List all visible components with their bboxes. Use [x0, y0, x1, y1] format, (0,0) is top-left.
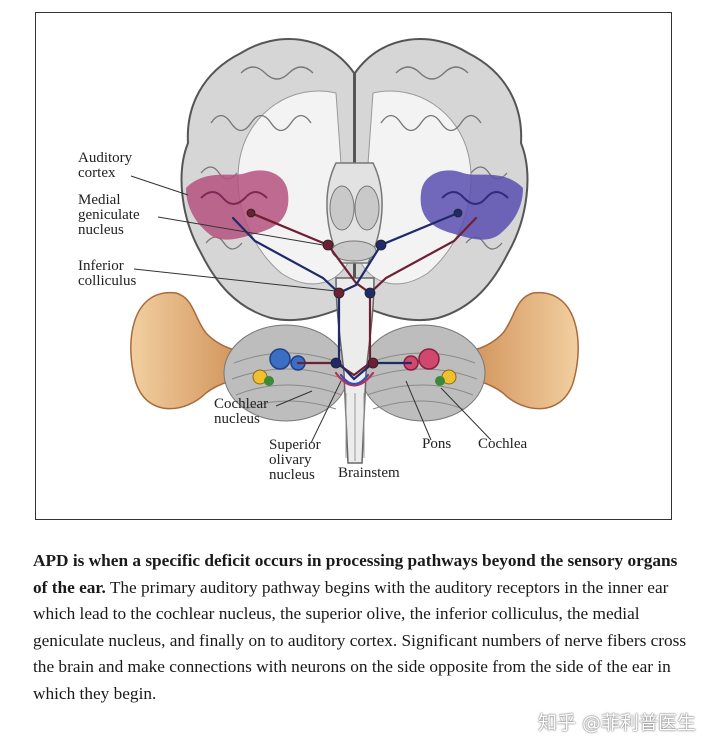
label-cochlear-nucleus: Cochlear nucleus — [214, 396, 269, 427]
label-auditory-cortex: Auditory cortex — [78, 150, 133, 181]
label-superior-olivary: Superior olivary nucleus — [269, 437, 321, 483]
caption-body: The primary auditory pathway begins with… — [33, 577, 687, 703]
caption-lead: APD is when a specific deficit occurs in… — [33, 551, 678, 597]
watermark: 知乎 @菲利普医生 — [533, 708, 700, 735]
left-auditory-cortex — [186, 170, 289, 240]
figure-frame: Auditory cortex Medial geniculate nucleu… — [35, 12, 672, 520]
right-cochlea — [418, 348, 440, 370]
left-cochlea — [269, 348, 291, 370]
label-brainstem: Brainstem — [338, 465, 400, 481]
brain-diagram — [130, 38, 579, 464]
right-auditory-cortex — [420, 170, 523, 240]
brainstem — [335, 277, 375, 464]
caption: APD is when a specific deficit occurs in… — [33, 548, 693, 707]
label-cochlea: Cochlea — [478, 436, 528, 452]
label-medial-geniculate: Medial geniculate nucleus — [78, 192, 140, 238]
label-inferior-colliculus: Inferior colliculus — [78, 258, 137, 289]
label-pons: Pons — [422, 436, 452, 452]
